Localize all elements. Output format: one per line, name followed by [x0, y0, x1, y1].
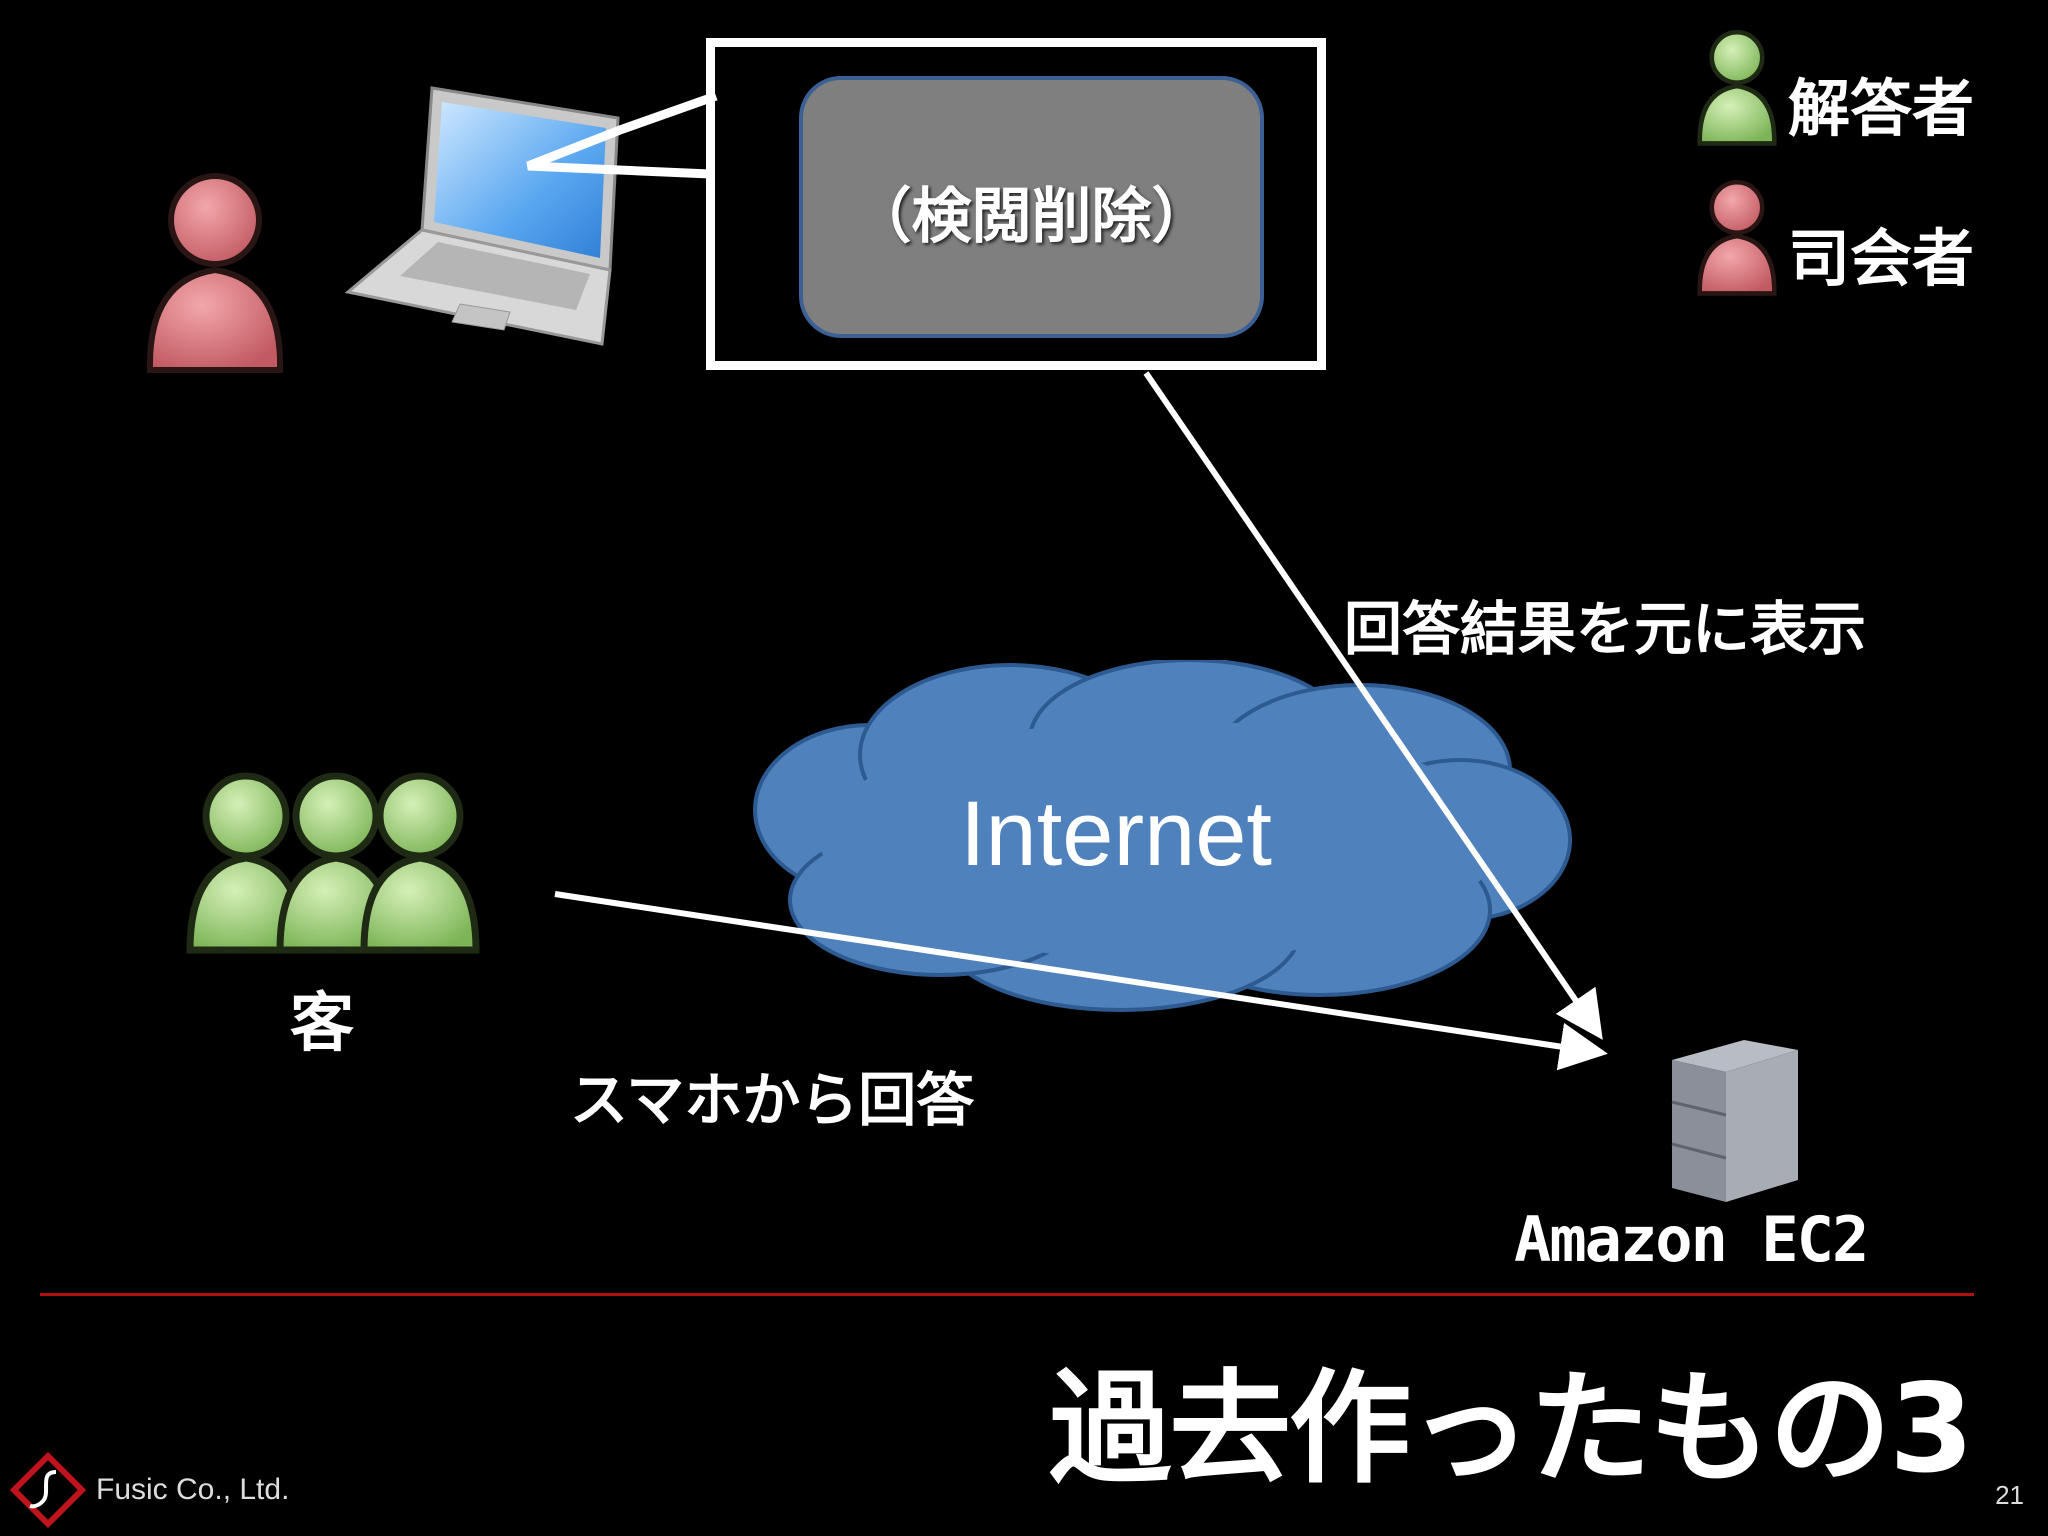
internet-cloud-icon	[753, 660, 1572, 1012]
censored-content-box	[799, 76, 1264, 338]
answer-arrow	[554, 891, 1608, 1071]
callout-box	[706, 38, 1326, 370]
divider-line	[40, 1293, 1974, 1296]
slide-title: 過去作ったもの3	[1049, 1358, 1974, 1500]
host-person-icon	[146, 173, 284, 373]
page-number: 21	[1995, 1480, 2024, 1510]
company-logo-icon	[9, 1451, 87, 1529]
answer-arrow-label: スマホから回答	[570, 1066, 975, 1134]
host-legend-icon	[1697, 179, 1777, 296]
internet-label: Internet	[960, 783, 1272, 885]
company-name: Fusic Co., Ltd.	[96, 1473, 290, 1506]
display-arrow-label: 回答結果を元に表示	[1344, 595, 1867, 663]
answerer-legend-label: 解答者	[1788, 72, 1975, 145]
display-arrow	[1143, 371, 1603, 1040]
host-legend-label: 司会者	[1788, 222, 1975, 295]
answerer-legend-icon	[1697, 29, 1777, 146]
guest-group-icon	[186, 772, 480, 954]
callout-pointer	[526, 91, 718, 179]
server-icon	[1671, 1040, 1798, 1202]
laptop-icon	[344, 86, 620, 346]
censored-text: （検閲削除）	[851, 182, 1212, 252]
guest-label: 客	[290, 987, 354, 1061]
server-label: Amazon EC2	[1514, 1203, 1869, 1276]
